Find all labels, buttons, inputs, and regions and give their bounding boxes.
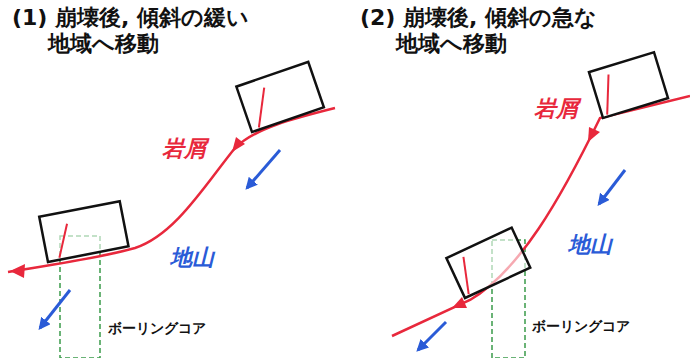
panel-title: (2) 崩壊後, 傾斜の急な 地域へ移動 [360, 5, 686, 58]
block-marker [453, 257, 478, 294]
rock-block [236, 62, 323, 132]
block-outline [236, 62, 323, 132]
slip-line [8, 108, 335, 272]
block-marker [596, 74, 620, 114]
ground-arrow [418, 322, 446, 350]
rock-block [39, 201, 128, 262]
panel-title: (1) 崩壊後, 傾斜の緩い 地域へ移動 [12, 5, 323, 58]
block-outline [39, 201, 128, 262]
block-outline [446, 228, 530, 298]
ground-arrow [599, 170, 625, 204]
core-label: ボーリングコア [532, 318, 630, 335]
ground-arrow [40, 290, 70, 328]
debris-arrow [10, 264, 25, 278]
debris-label: 岩屑 [162, 136, 206, 162]
debris-arrow [232, 137, 245, 152]
rock-block [446, 228, 530, 298]
block-marker [247, 88, 276, 128]
debris-arrow [588, 127, 600, 142]
debris-label: 岩屑 [534, 96, 578, 122]
block-marker [53, 224, 73, 258]
rock-block [589, 52, 668, 118]
bedrock-label: 地山 [170, 245, 214, 271]
core-label: ボーリングコア [108, 320, 206, 337]
ground-arrow [247, 150, 280, 188]
slip-line [392, 96, 690, 336]
bedrock-label: 地山 [568, 232, 612, 258]
block-outline [589, 52, 668, 118]
